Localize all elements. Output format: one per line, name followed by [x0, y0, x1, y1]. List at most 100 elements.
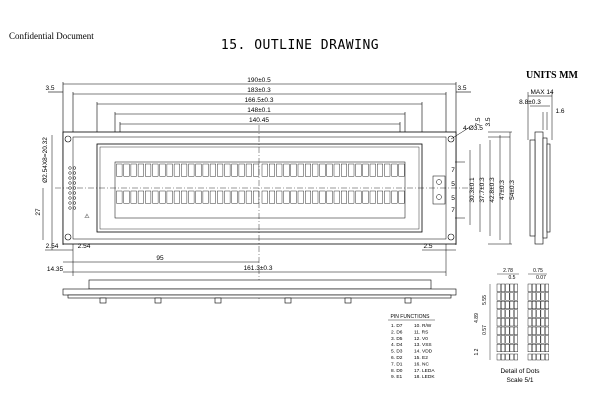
char-cell	[123, 190, 130, 204]
dot	[540, 318, 545, 327]
char-cell	[224, 190, 231, 204]
pin-function-left: 8. D0	[391, 368, 403, 374]
char-cell	[202, 190, 209, 204]
pin-function-left: 1. D7	[391, 323, 403, 329]
pin-hole	[72, 191, 77, 195]
pin-function-left: 2. D6	[391, 329, 403, 335]
detail-dim-0: 2.78	[503, 268, 513, 274]
pin-hole	[72, 171, 77, 175]
char-cell	[123, 163, 130, 177]
dim-190: 190±0.5	[247, 77, 271, 84]
dot	[496, 309, 501, 318]
cursor-dot	[496, 353, 501, 361]
right-dim-lines	[455, 131, 512, 245]
cursor-dot	[509, 353, 514, 361]
char-cell	[362, 190, 369, 204]
char-cell	[261, 163, 268, 177]
dot	[527, 318, 532, 327]
dot	[514, 301, 519, 310]
dot	[540, 309, 545, 318]
char-cell	[231, 190, 238, 204]
char-cell	[159, 163, 166, 177]
dot	[545, 344, 550, 353]
char-cell	[261, 190, 268, 204]
detail-dim-5: 4.89	[474, 313, 480, 323]
dot	[514, 283, 519, 292]
dot	[496, 335, 501, 344]
dim-148: 148±0.1	[247, 107, 271, 114]
dot	[532, 318, 537, 327]
char-cell	[130, 190, 137, 204]
char-cell	[224, 163, 231, 177]
dot	[532, 301, 537, 310]
dim-254b: 2.54	[78, 243, 91, 250]
pin-hole	[68, 186, 72, 190]
char-cell	[231, 163, 238, 177]
dot	[536, 309, 541, 318]
pin-function-right: 13. VSS	[414, 342, 432, 348]
pin-function-left: 5. D3	[391, 349, 403, 355]
dim-166: 166.5±0.3	[245, 97, 274, 104]
char-cell	[377, 190, 384, 204]
char-cell	[253, 163, 260, 177]
dot	[505, 309, 510, 318]
char-cell	[319, 190, 326, 204]
dot	[532, 344, 537, 353]
char-cell	[391, 163, 398, 177]
char-cell	[166, 163, 173, 177]
pin-label: ⚠	[84, 213, 90, 220]
dim-25: 2.5	[423, 243, 432, 250]
char-cell	[305, 190, 312, 204]
dim-inner-5a: 5	[451, 181, 455, 188]
char-cell	[290, 163, 297, 177]
dot	[496, 283, 501, 292]
pin-function-right: 16. NC	[414, 361, 429, 367]
char-cell	[362, 163, 369, 177]
pin-hole	[68, 181, 72, 185]
char-cell	[217, 190, 224, 204]
dot	[505, 326, 510, 335]
cursor-dot	[540, 353, 545, 361]
pin-function-left: 6. D2	[391, 355, 403, 361]
char-cell	[355, 190, 362, 204]
detail-scale: Scale 5/1	[506, 377, 533, 384]
char-cell	[253, 190, 260, 204]
dot	[527, 283, 532, 292]
pin-hole	[72, 186, 77, 190]
dim-183: 183±0.3	[247, 87, 271, 94]
dot	[536, 301, 541, 310]
pin-table-header: PIN FUNCTIONS	[391, 314, 431, 320]
dim-pitch: Ø2.54X8=20.32	[42, 137, 49, 183]
dim-v428: 42.8±0.3	[489, 177, 496, 203]
dim-inner-5b: 5	[451, 195, 455, 202]
dot	[527, 335, 532, 344]
detail-dim-2: 0.75	[533, 268, 543, 274]
pin-function-right: 15. E2	[414, 355, 428, 361]
dot	[540, 292, 545, 301]
char-cell	[369, 190, 376, 204]
dot	[501, 344, 506, 353]
char-cell	[333, 190, 340, 204]
dot	[505, 283, 510, 292]
dot	[509, 344, 514, 353]
pin-hole	[68, 201, 72, 205]
character-matrix	[116, 163, 405, 204]
char-cell	[326, 163, 333, 177]
char-cell	[245, 190, 252, 204]
pin-hole	[68, 191, 72, 195]
char-cell	[319, 163, 326, 177]
dot	[501, 318, 506, 327]
char-cell	[312, 163, 319, 177]
char-cell	[283, 163, 290, 177]
dot	[505, 301, 510, 310]
dot	[514, 318, 519, 327]
dot	[532, 283, 537, 292]
dot	[496, 344, 501, 353]
char-cell	[173, 190, 180, 204]
dot	[496, 326, 501, 335]
char-cell	[341, 190, 348, 204]
dim-inner-7: 7	[451, 167, 455, 174]
top-dim-lines	[63, 83, 456, 125]
char-cell	[152, 163, 159, 177]
dot	[540, 326, 545, 335]
